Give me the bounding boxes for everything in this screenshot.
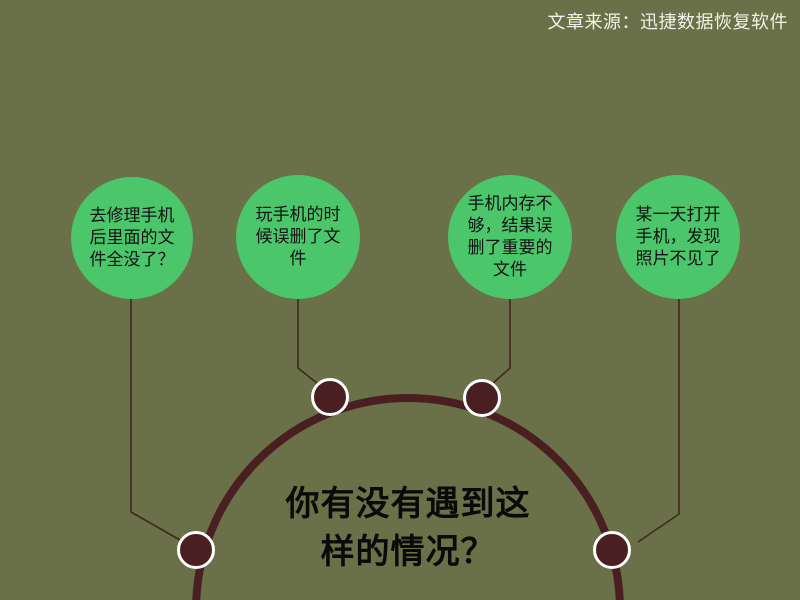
connector-1	[130, 297, 181, 541]
bubble-text: 某一天打开手机，发现照片不见了	[635, 205, 721, 269]
bubble-low-storage: 手机内存不够，结果误删了重要的文件	[448, 175, 572, 299]
central-question: 你有没有遇到这 样的情况？	[258, 480, 558, 576]
node-top-right	[463, 379, 501, 417]
bubble-photos-missing: 某一天打开手机，发现照片不见了	[616, 175, 740, 299]
bubble-text: 手机内存不够，结果误删了重要的文件	[467, 194, 553, 280]
connector-4	[637, 299, 680, 543]
central-arc	[192, 394, 624, 600]
central-question-line-2: 样的情况？	[320, 532, 496, 572]
connector-3	[491, 299, 511, 385]
connector-2	[297, 299, 319, 385]
node-top-left	[311, 378, 349, 416]
bubble-phone-repair: 去修理手机后里面的文件全没了？	[71, 177, 193, 299]
node-right	[593, 531, 631, 569]
node-left	[177, 531, 215, 569]
bubble-text: 去修理手机后里面的文件全没了？	[89, 206, 175, 270]
bubble-text: 玩手机的时候误删了文件	[255, 205, 341, 269]
central-question-line-1: 你有没有遇到这	[285, 484, 531, 524]
bubble-accidental-delete: 玩手机的时候误删了文件	[236, 175, 360, 299]
source-caption: 文章来源：迅捷数据恢复软件	[547, 12, 788, 33]
